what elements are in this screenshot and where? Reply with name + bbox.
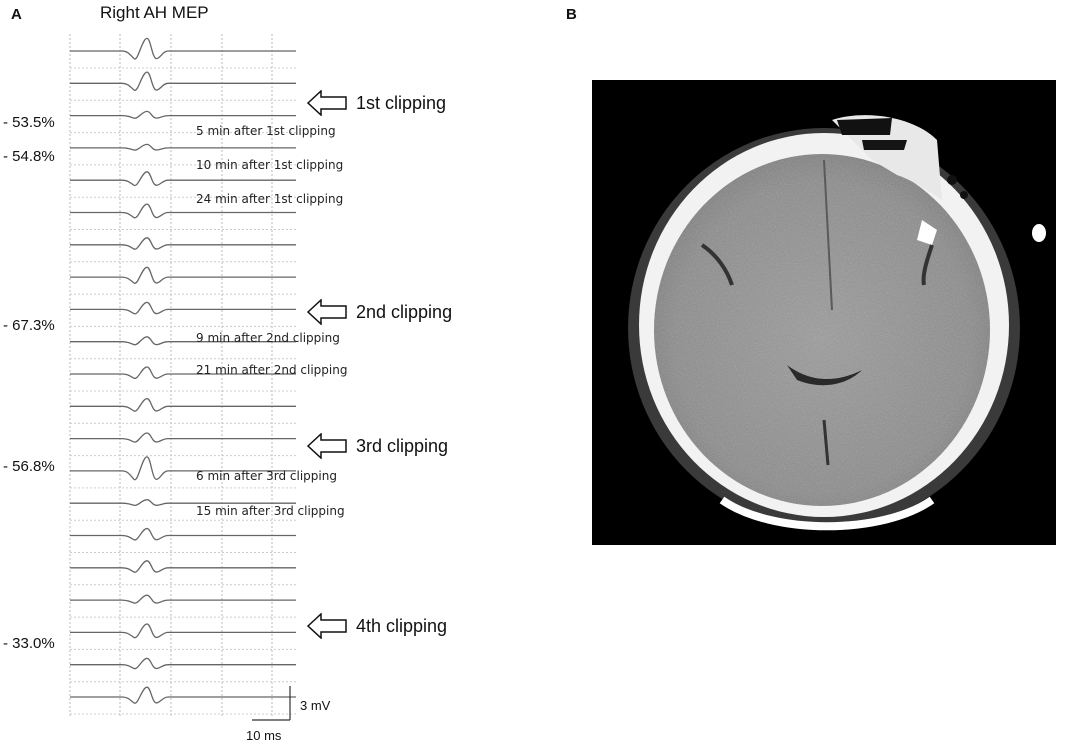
note-9min-2nd: 9 min after 2nd clipping	[196, 331, 340, 345]
percent-label-2: - 54.8%	[3, 148, 55, 165]
clipping-label-3: 3rd clipping	[356, 436, 449, 456]
mep-trace	[70, 203, 296, 219]
scale-amplitude-label: 3 mV	[300, 698, 331, 713]
note-15min-3rd: 15 min after 3rd clipping	[196, 504, 345, 518]
arrow-left-icon	[307, 613, 347, 639]
mep-trace	[70, 527, 296, 541]
percent-label-5: - 33.0%	[3, 635, 55, 652]
note-6min-3rd: 6 min after 3rd clipping	[196, 469, 337, 483]
mep-trace	[70, 301, 296, 315]
mep-trace	[70, 37, 296, 60]
mep-trace	[70, 366, 296, 379]
panel-b-letter: B	[566, 6, 577, 23]
mep-trace	[70, 686, 296, 704]
panel-title: Right AH MEP	[100, 3, 209, 22]
mep-trace	[70, 266, 296, 284]
trace-group	[70, 37, 296, 704]
brain-ct-scan-image	[592, 80, 1056, 545]
note-10min-1st: 10 min after 1st clipping	[196, 158, 344, 172]
mep-trace	[70, 560, 296, 573]
mep-trace	[70, 432, 296, 443]
brain-ct-scan-icon	[628, 115, 1046, 531]
mep-traces-plot	[69, 34, 296, 721]
mep-trace	[70, 456, 296, 481]
mep-trace	[70, 397, 296, 412]
clipping-label-2: 2nd clipping	[356, 302, 453, 322]
panel-a-letter: A	[11, 6, 22, 23]
percent-label-1: - 53.5%	[3, 114, 55, 131]
mep-trace	[70, 499, 296, 507]
note-24min-1st: 24 min after 1st clipping	[196, 192, 344, 206]
mep-trace	[70, 143, 296, 151]
mep-trace	[70, 171, 296, 187]
percent-label-4: - 56.8%	[3, 458, 55, 475]
mep-trace	[70, 594, 296, 604]
scale-bar	[252, 686, 291, 721]
mep-trace	[70, 237, 296, 250]
mep-trace	[70, 110, 296, 119]
mep-trace	[70, 623, 296, 639]
scale-time-label: 10 ms	[246, 728, 282, 743]
mep-trace	[70, 71, 296, 91]
mep-trace	[70, 657, 296, 670]
note-21min-2nd: 21 min after 2nd clipping	[196, 363, 348, 377]
arrow-left-icon	[307, 433, 347, 459]
arrow-left-icon	[307, 90, 347, 116]
mep-trace	[70, 336, 296, 346]
note-5min-1st: 5 min after 1st clipping	[196, 124, 336, 138]
clipping-label-1: 1st clipping	[356, 93, 447, 113]
arrow-left-icon	[307, 299, 347, 325]
clipping-label-4: 4th clipping	[356, 616, 448, 636]
percent-label-3: - 67.3%	[3, 317, 55, 334]
